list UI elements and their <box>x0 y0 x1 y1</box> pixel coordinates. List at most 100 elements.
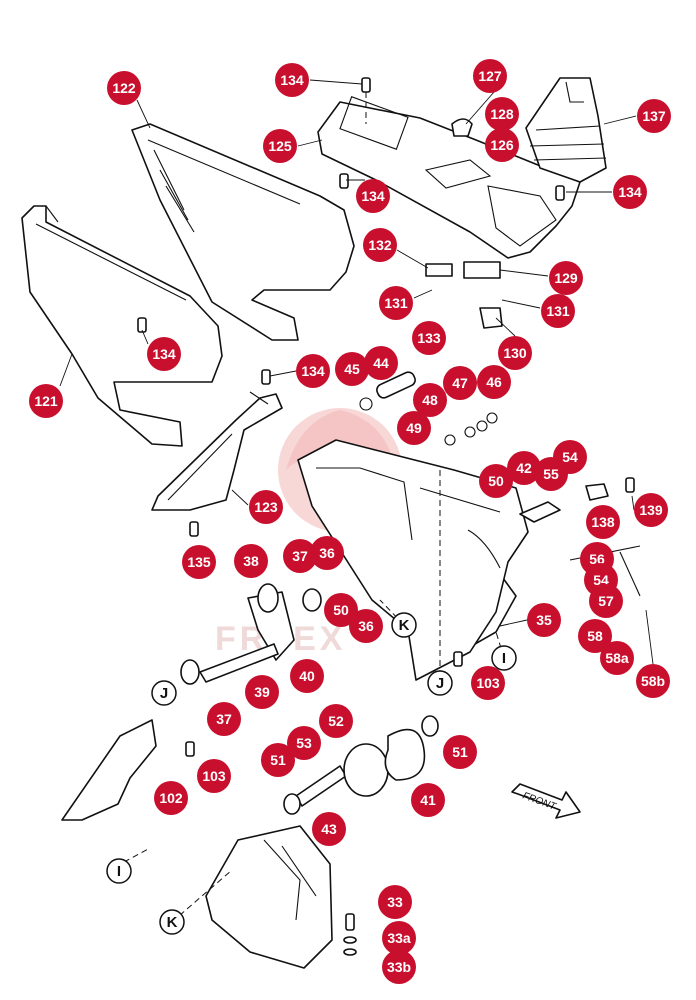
part-callout-126: 126 <box>485 128 519 162</box>
ref-label: J <box>436 675 444 692</box>
part-callout-133: 133 <box>412 321 446 355</box>
callout-badge <box>154 781 188 815</box>
callout-badge <box>411 783 445 817</box>
callout-label: 33 <box>387 894 403 910</box>
callout-label: 36 <box>319 545 335 561</box>
callout-badge <box>541 294 575 328</box>
callout-label: 38 <box>243 553 259 569</box>
callout-label: 51 <box>270 752 286 768</box>
bracket-102 <box>61 719 157 821</box>
part-callout-127: 127 <box>473 59 507 93</box>
part-callout-132: 132 <box>363 228 397 262</box>
callout-label: 48 <box>422 392 438 408</box>
callout-label: 53 <box>296 735 312 751</box>
callout-label: 102 <box>159 790 183 806</box>
callout-label: 40 <box>299 668 315 684</box>
part-callout-103: 103 <box>197 759 231 793</box>
callout-label: 51 <box>452 744 468 760</box>
part-callout-39: 39 <box>245 675 279 709</box>
callout-badge <box>578 619 612 653</box>
callout-badge <box>485 97 519 131</box>
callout-badge <box>412 321 446 355</box>
part-callout-33: 33 <box>378 885 412 919</box>
callout-label: 56 <box>589 551 605 567</box>
clip-45 <box>359 397 373 411</box>
callout-label: 58 <box>587 628 603 644</box>
callout-badge <box>507 451 541 485</box>
ref-label: J <box>160 685 168 702</box>
callout-badge <box>589 584 623 618</box>
ref-marker-J: J <box>427 670 453 696</box>
callout-label: 42 <box>516 460 532 476</box>
callout-label: 37 <box>216 711 232 727</box>
callout-label: 123 <box>254 499 278 515</box>
callout-badge <box>634 493 668 527</box>
callout-badge <box>29 384 63 418</box>
rear-cover-122 <box>131 123 355 341</box>
part-callout-41: 41 <box>411 783 445 817</box>
part-callout-128: 128 <box>485 97 519 131</box>
ref-label: K <box>167 914 178 931</box>
part-callout-58a: 58a <box>600 641 634 675</box>
part-callout-35: 35 <box>527 603 561 637</box>
callout-badge <box>107 71 141 105</box>
part-callout-138: 138 <box>586 505 620 539</box>
part-callout-134: 134 <box>613 175 647 209</box>
callout-label: 41 <box>420 792 436 808</box>
callout-badge <box>335 352 369 386</box>
part-callout-122: 122 <box>107 71 141 105</box>
callout-badge <box>310 536 344 570</box>
part-callout-57: 57 <box>589 584 623 618</box>
pedal-bracket-43 <box>205 825 333 969</box>
callout-badge <box>586 505 620 539</box>
callout-label: 134 <box>280 72 304 88</box>
callout-badge <box>527 603 561 637</box>
part-callout-55: 55 <box>534 457 568 491</box>
part-callout-51: 51 <box>443 735 477 769</box>
callout-badge <box>261 743 295 777</box>
callout-label: 128 <box>490 106 514 122</box>
part-callout-134: 134 <box>356 179 390 213</box>
part-callout-130: 130 <box>498 336 532 370</box>
callout-label: 139 <box>639 502 663 518</box>
part-callout-131: 131 <box>541 294 575 328</box>
ref-marker-K: K <box>391 612 417 638</box>
callout-badge <box>379 286 413 320</box>
part-callout-52: 52 <box>319 704 353 738</box>
part-callout-49: 49 <box>397 411 431 445</box>
callout-label: 133 <box>417 330 441 346</box>
callout-label: 37 <box>292 548 308 564</box>
callout-badge <box>485 128 519 162</box>
callout-label: 35 <box>536 612 552 628</box>
ref-label: I <box>117 863 121 880</box>
callout-badge <box>413 383 447 417</box>
knob-127 <box>451 118 473 137</box>
shaft-53 <box>295 765 347 807</box>
callout-badge <box>443 735 477 769</box>
callout-label: 43 <box>321 821 337 837</box>
part-callout-137: 137 <box>637 99 671 133</box>
callout-badge <box>471 666 505 700</box>
callout-badge <box>324 593 358 627</box>
callout-badge <box>613 175 647 209</box>
callout-label: 129 <box>554 270 578 286</box>
part-callout-135: 135 <box>182 545 216 579</box>
drum-52 <box>343 743 389 797</box>
part-callout-58: 58 <box>578 619 612 653</box>
callout-badge <box>364 346 398 380</box>
callout-badge <box>473 59 507 93</box>
part-callout-37: 37 <box>207 702 241 736</box>
ref-marker-I: I <box>106 858 132 884</box>
ref-label: K <box>399 617 410 634</box>
callout-label: 50 <box>333 602 349 618</box>
part-callout-134: 134 <box>147 337 181 371</box>
callout-badge <box>245 675 279 709</box>
callout-badge <box>378 885 412 919</box>
bolt-33 <box>345 913 355 931</box>
callout-label: 134 <box>301 363 325 379</box>
callout-badge <box>479 464 513 498</box>
part-callout-36: 36 <box>310 536 344 570</box>
part-callout-48: 48 <box>413 383 447 417</box>
